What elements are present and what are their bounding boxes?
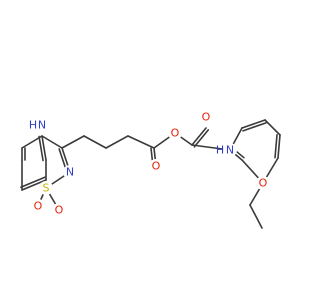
bond-19-double <box>242 122 267 132</box>
ester-o-atom: O <box>168 126 182 140</box>
ring-nh-hydrogen-label: H <box>29 119 37 132</box>
amide-carbonyl-o-label: O <box>202 111 211 124</box>
ether-o-label: O <box>259 177 268 190</box>
bond-10 <box>83 135 107 149</box>
bond-26 <box>249 204 263 229</box>
bond-3-double <box>20 176 46 189</box>
amide-nh-label: N <box>226 144 234 157</box>
amide-nh-atom: N H <box>216 143 237 157</box>
atom-layer: N H N S O O O O O <box>29 110 270 217</box>
bond-19 <box>241 119 266 129</box>
bond-16-double <box>193 129 210 148</box>
bond-3 <box>21 179 47 191</box>
sulfonyl-s-atom: S <box>39 181 53 195</box>
ring-nh-atom: N H <box>29 118 49 132</box>
amide-nh-hydrogen-label: H <box>216 144 224 157</box>
bond-9 <box>61 135 85 149</box>
ester-carbonyl-o-label: O <box>152 160 161 173</box>
sulfonyl-s-label: S <box>43 182 50 195</box>
ether-o-atom: O <box>256 176 270 190</box>
bond-16 <box>191 127 207 146</box>
bond-21-double <box>274 133 278 159</box>
bond-20 <box>264 119 281 136</box>
ester-carbonyl-o-atom: O <box>149 159 163 173</box>
sulfonyl-o-right-atom: O <box>52 203 66 217</box>
bond-21 <box>277 134 281 159</box>
bond-1 <box>41 135 47 161</box>
bond-1-double <box>38 135 44 162</box>
sulfonyl-o-left-label: O <box>34 200 43 213</box>
bond-12 <box>127 135 155 149</box>
ester-o-label: O <box>171 127 180 140</box>
sulfonyl-o-left-atom: O <box>31 199 45 213</box>
amide-carbonyl-o-atom: O <box>199 110 213 124</box>
molecule-structure-diagram: N H N S O O O O O <box>20 110 281 229</box>
ring-n-label: N <box>66 166 74 179</box>
ring-nh-label: N <box>38 119 46 132</box>
bond-6 <box>41 135 63 149</box>
ring-n-atom: N <box>63 165 77 179</box>
sulfonyl-o-right-label: O <box>55 204 64 217</box>
bond-11 <box>105 135 129 149</box>
